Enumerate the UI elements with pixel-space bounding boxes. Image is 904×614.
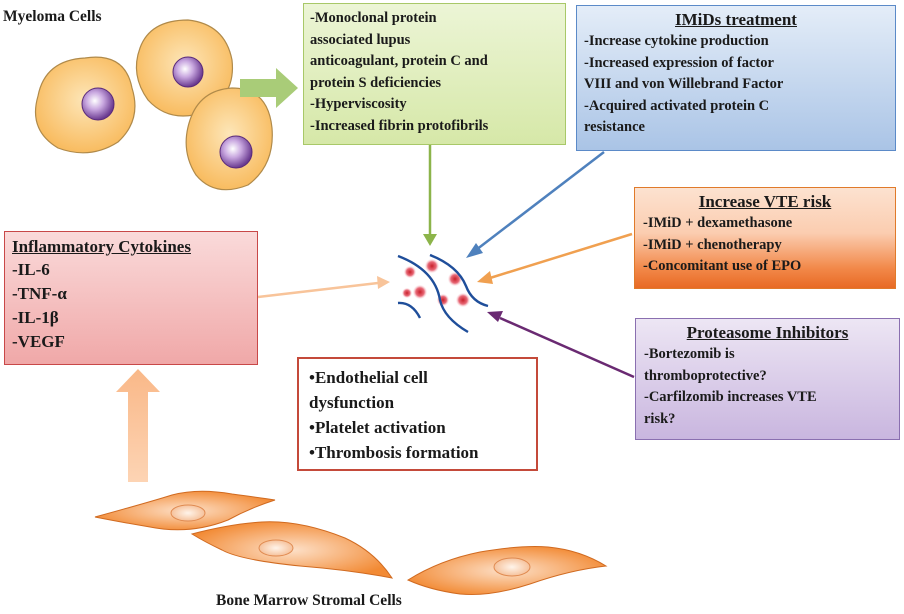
proteasome-line: thromboprotective? [644, 367, 767, 384]
myeloma-cell-1 [34, 56, 136, 154]
proteasome-line: -Carfilzomib increases VTE [644, 389, 817, 405]
proteasome-line: -Bortezomib is [644, 346, 735, 362]
cytokine-item: -IL-6 [12, 260, 50, 279]
imids-title: IMiDs treatment [675, 10, 797, 29]
cytokines-title: Inflammatory Cytokines [12, 237, 191, 256]
green-block-arrow [240, 68, 298, 108]
imids-line: -Acquired activated protein C [584, 97, 770, 114]
vte-line: -IMiD + dexamethasone [643, 215, 793, 231]
mechanisms-line: associated lupus [310, 31, 411, 48]
effect-line: •Platelet activation [309, 418, 446, 437]
imids-line: -Increased expression of factor [584, 54, 774, 71]
imids-line: resistance [584, 119, 645, 135]
proteasome-title: Proteasome Inhibitors [686, 323, 849, 342]
green-arrow [423, 145, 437, 246]
mechanisms-line: -Increased fibrin protofibrils [310, 117, 489, 134]
mechanisms-line: -Monoclonal protein [310, 10, 437, 26]
inflammatory-cytokines-box: Inflammatory Cytokines -IL-6 -TNF-α -IL-… [4, 231, 258, 365]
vessel-with-platelets [397, 253, 489, 334]
cytokine-item: -VEGF [12, 332, 65, 351]
mechanisms-line: anticoagulant, protein C and [310, 53, 488, 69]
myeloma-cells-label: Myeloma Cells [3, 8, 102, 25]
effect-line: dysfunction [309, 393, 395, 412]
orange-arrow [477, 232, 633, 284]
myeloma-cell-2 [135, 19, 234, 117]
endothelial-effects-box: •Endothelial cell dysfunction •Platelet … [297, 357, 538, 471]
effect-line: •Endothelial cell [309, 368, 428, 387]
stromal-cells-label: Bone Marrow Stromal Cells [216, 592, 402, 609]
mechanisms-line: protein S deficiencies [310, 74, 442, 91]
vte-line: -IMiD + chenotherapy [643, 236, 782, 253]
peach-arrow [257, 276, 390, 299]
imids-treatment-box: IMiDs treatment -Increase cytokine produ… [576, 5, 896, 151]
imids-line: VIII and von Willebrand Factor [584, 76, 784, 92]
mechanisms-box: -Monoclonal protein associated lupus ant… [303, 3, 566, 145]
blue-arrow [466, 151, 605, 258]
stromal-cell-3 [406, 546, 608, 596]
mechanisms-line: -Hyperviscosity [310, 96, 407, 112]
vte-line: -Concomitant use of EPO [643, 258, 802, 274]
myeloma-cell-3 [185, 87, 273, 191]
effect-line: •Thrombosis formation [309, 443, 479, 462]
proteasome-inhibitors-box: Proteasome Inhibitors -Bortezomib is thr… [635, 318, 900, 440]
cytokine-item: -TNF-α [12, 284, 67, 303]
vte-risk-box: Increase VTE risk -IMiD + dexamethasone … [634, 187, 896, 289]
stromal-cell-2 [190, 521, 394, 579]
proteasome-line: risk? [644, 410, 676, 427]
stromal-cell-1 [94, 490, 276, 531]
vte-title: Increase VTE risk [698, 192, 832, 211]
purple-arrow [487, 311, 635, 379]
peach-block-arrow [116, 369, 160, 482]
imids-line: -Increase cytokine production [584, 33, 769, 49]
cytokine-item: -IL-1β [12, 308, 59, 327]
